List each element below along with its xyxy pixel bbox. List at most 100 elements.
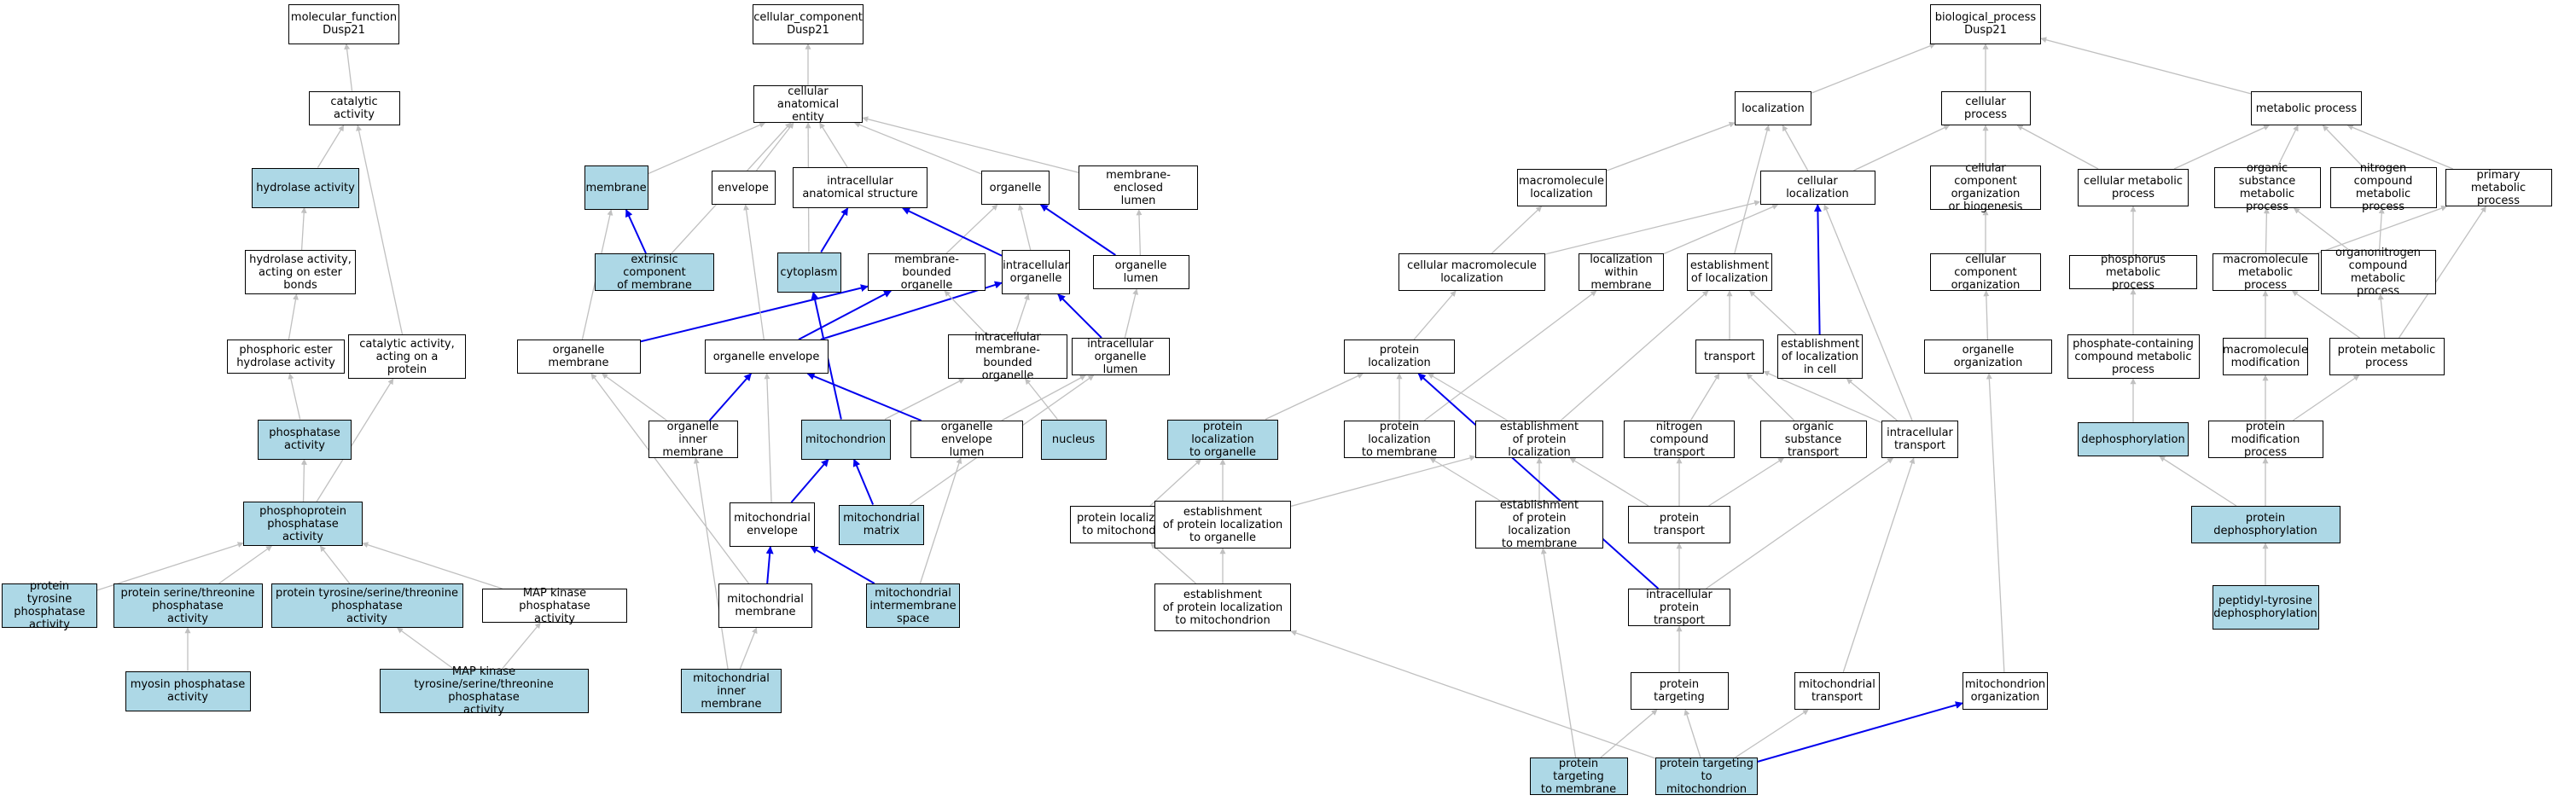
go-term-io[interactable]: intracellular organelle <box>1002 250 1070 294</box>
edge-mim-to-mmem <box>739 627 758 670</box>
go-term-mmod[interactable]: macromolecule modification <box>2223 338 2308 375</box>
go-term-cytoplasm[interactable]: cytoplasm <box>776 252 841 293</box>
go-term-ias[interactable]: intracellular anatomical structure <box>793 167 927 208</box>
go-term-oim[interactable]: organelle inner membrane <box>648 421 738 459</box>
go-term-phos-ester[interactable]: phosphoric ester hydrolase activity <box>227 340 345 374</box>
go-term-morg[interactable]: mitochondrion organization <box>1963 672 2048 710</box>
go-term-estloccell[interactable]: establishment of localization in cell <box>1777 334 1863 379</box>
go-term-ictrans[interactable]: intracellular transport <box>1881 421 1958 458</box>
go-term-cae[interactable]: cellular anatomical entity <box>753 85 863 124</box>
go-term-ptstp[interactable]: protein tyrosine/serine/threonine phosph… <box>270 583 463 628</box>
go-term-mtrans[interactable]: mitochondrial transport <box>1794 672 1880 710</box>
go-term-onmp[interactable]: organonitrogen compound metabolic proces… <box>2320 247 2436 298</box>
go-term-pmodp[interactable]: protein modification process <box>2207 421 2323 459</box>
go-term-mmatrix[interactable]: mitochondrial matrix <box>839 504 924 545</box>
go-term-pmp[interactable]: primary metabolic process <box>2445 169 2552 207</box>
go-term-cat-protein[interactable]: catalytic activity, acting on a protein <box>348 334 466 379</box>
go-term-mim[interactable]: mitochondrial inner membrane <box>681 669 782 713</box>
go-term-pdephos[interactable]: protein dephosphorylation <box>2190 506 2340 543</box>
go-term-cco[interactable]: cellular component organization <box>1930 253 2041 292</box>
go-term-cmet[interactable]: cellular metabolic process <box>2078 169 2189 206</box>
go-term-ccob[interactable]: cellular component organization or bioge… <box>1930 162 2041 213</box>
go-term-imbo[interactable]: intracellular membrane-bounded organelle <box>948 331 1067 382</box>
go-term-catalytic[interactable]: catalytic activity <box>308 91 400 125</box>
go-term-transport[interactable]: transport <box>1695 340 1764 374</box>
go-term-osmp[interactable]: organic substance metabolic process <box>2213 162 2321 213</box>
go-term-nctrans[interactable]: nitrogen compound transport <box>1624 421 1735 459</box>
go-term-ptp[interactable]: protein tyrosine phosphatase activity <box>2 580 97 631</box>
edge-phosphoprotein-to-cat_protein <box>316 378 394 502</box>
go-term-plocmem[interactable]: protein localization to membrane <box>1344 421 1455 459</box>
go-term-cmacroloc[interactable]: cellular macromolecule localization <box>1398 253 1545 291</box>
go-term-ostrans[interactable]: organic substance transport <box>1759 421 1867 459</box>
go-term-phosmp[interactable]: phosphorus metabolic process <box>2069 253 2197 292</box>
go-term-loc[interactable]: localization <box>1735 91 1811 125</box>
go-term-macroloc[interactable]: macromolecule localization <box>1516 169 1607 206</box>
go-term-cc-root[interactable]: cellular_component Dusp21 <box>753 3 864 44</box>
edge-ptargmito-to-ptarg <box>1683 709 1701 758</box>
edge-io-to-organelle <box>1017 204 1032 251</box>
edge-pstp-to-phosphoprotein <box>218 545 273 584</box>
edge-ol-to-organelle <box>1039 204 1116 256</box>
go-term-ptargmito[interactable]: protein targeting to mitochondrion <box>1655 757 1758 796</box>
go-term-pstp[interactable]: protein serine/threonine phosphatase act… <box>113 583 263 628</box>
go-term-hydro-ester[interactable]: hydrolase activity, acting on ester bond… <box>245 250 356 294</box>
go-term-organelle[interactable]: organelle <box>981 171 1050 205</box>
go-term-ol[interactable]: organelle lumen <box>1092 255 1189 289</box>
go-term-estploc[interactable]: establishment of protein localization <box>1475 421 1603 459</box>
go-term-cloc[interactable]: cellular localization <box>1759 171 1875 205</box>
go-term-mito[interactable]: mitochondrion <box>800 419 891 460</box>
go-term-oorg[interactable]: organelle organization <box>1924 340 2052 374</box>
go-term-mf-root[interactable]: molecular_function Dusp21 <box>288 3 399 44</box>
go-term-omem[interactable]: organelle membrane <box>516 340 641 374</box>
go-term-mapkp[interactable]: MAP kinase phosphatase activity <box>482 587 627 625</box>
edge-plocmem-to-locwm <box>1423 290 1597 421</box>
edge-iol-to-io <box>1057 293 1102 339</box>
go-term-estplocorg[interactable]: establishment of protein localization to… <box>1154 501 1291 549</box>
go-term-nucleus[interactable]: nucleus <box>1040 419 1107 460</box>
go-term-ptarg[interactable]: protein targeting <box>1630 672 1729 710</box>
edge-hydro_ester-to-hydrolase <box>300 206 307 251</box>
go-term-bp-root[interactable]: biological_process Dusp21 <box>1930 3 2041 44</box>
go-term-mbo[interactable]: membrane-bounded organelle <box>868 253 986 292</box>
go-term-ncmp[interactable]: nitrogen compound metabolic process <box>2329 162 2437 213</box>
edge-protmp-to-mmp <box>2291 290 2360 339</box>
go-term-mmem[interactable]: mitochondrial membrane <box>718 583 812 628</box>
go-term-estloc[interactable]: establishment of localization <box>1687 253 1772 291</box>
go-term-ptrans[interactable]: protein transport <box>1628 506 1730 543</box>
go-term-dephos[interactable]: dephosphorylation <box>2078 422 2189 456</box>
go-term-envelope[interactable]: envelope <box>711 171 776 205</box>
go-term-locwm[interactable]: localization within membrane <box>1579 253 1664 292</box>
go-term-hydrolase[interactable]: hydrolase activity <box>252 167 359 208</box>
go-term-ploc[interactable]: protein localization <box>1344 340 1455 374</box>
go-term-membrane[interactable]: membrane <box>584 165 648 210</box>
go-term-ptargmem[interactable]: protein targeting to membrane <box>1529 757 1628 796</box>
edge-pmp-to-metab <box>2346 125 2454 170</box>
go-term-plocorg[interactable]: protein localization to organelle <box>1167 419 1278 460</box>
edge-ostrans-to-transport <box>1746 373 1795 421</box>
go-term-oenv[interactable]: organelle envelope <box>704 340 829 374</box>
go-term-oel[interactable]: organelle envelope lumen <box>910 421 1023 459</box>
go-term-menv[interactable]: mitochondrial envelope <box>730 502 815 547</box>
edge-nctrans-to-transport <box>1689 373 1720 421</box>
go-term-protmp[interactable]: protein metabolic process <box>2329 338 2445 375</box>
go-term-phosphoprotein[interactable]: phosphoprotein phosphatase activity <box>243 502 363 546</box>
go-term-icptrans[interactable]: intracellular protein transport <box>1628 589 1730 627</box>
edge-catalytic-to-mf_root <box>344 43 353 92</box>
go-term-cproc[interactable]: cellular process <box>1940 91 2031 125</box>
go-term-estplocmem[interactable]: establishment of protein localization to… <box>1475 499 1603 550</box>
go-term-ptyrdephos[interactable]: peptidyl-tyrosine dephosphorylation <box>2212 585 2319 630</box>
go-term-pccmp[interactable]: phosphate-containing compound metabolic … <box>2067 334 2200 379</box>
edge-oel-to-iol <box>1001 374 1086 421</box>
go-term-mis[interactable]: mitochondrial intermembrane space <box>866 583 960 628</box>
go-term-estplocmito[interactable]: establishment of protein localization to… <box>1154 583 1291 631</box>
go-term-mmp[interactable]: macromolecule metabolic process <box>2212 253 2319 292</box>
go-term-ecm[interactable]: extrinsic component of membrane <box>595 253 714 292</box>
go-term-phosphatase[interactable]: phosphatase activity <box>258 419 352 460</box>
go-term-metab[interactable]: metabolic process <box>2251 91 2362 125</box>
go-term-mel[interactable]: membrane-enclosed lumen <box>1079 165 1198 210</box>
go-term-mapk-tst[interactable]: MAP kinase tyrosine/serine/threonine pho… <box>379 665 589 717</box>
go-term-myosin[interactable]: myosin phosphatase activity <box>125 670 251 711</box>
go-term-iol[interactable]: intracellular organelle lumen <box>1071 338 1170 376</box>
edge-pmodp-to-protmp <box>2292 374 2360 421</box>
